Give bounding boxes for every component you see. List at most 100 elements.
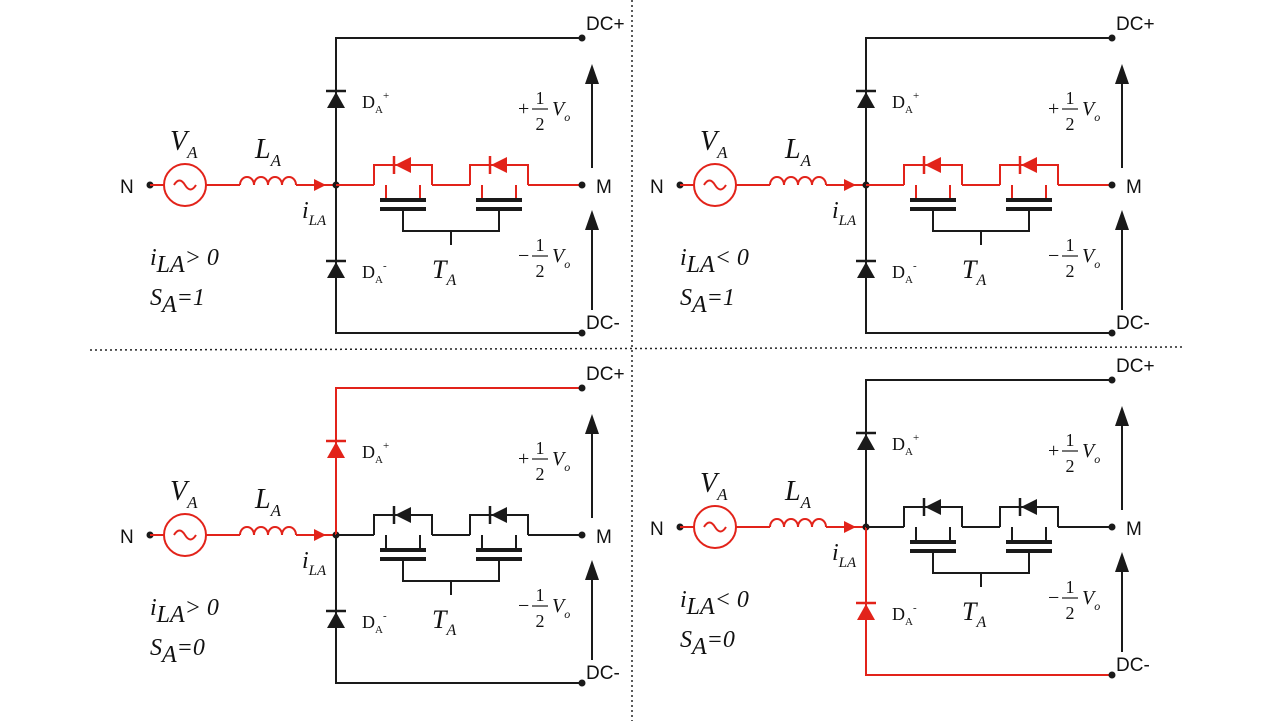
inductor-icon	[239, 176, 297, 186]
v-den: 2	[1066, 603, 1075, 623]
arrow-v-upper-head	[1115, 406, 1129, 426]
v-num: 1	[536, 235, 545, 255]
current-arrow-icon	[844, 179, 856, 191]
terminal-dc-plus	[1108, 34, 1116, 42]
label-diode-lower: DA-	[892, 260, 917, 286]
label-source: VA	[700, 468, 728, 504]
label-m: M	[596, 177, 612, 198]
label-diode-upper: DA+	[892, 90, 919, 116]
label-current: iLA	[832, 540, 857, 571]
diode-lower-icon	[856, 601, 876, 620]
label-dc-minus: DC-	[586, 663, 620, 684]
terminal-m	[578, 531, 586, 539]
label-dc-plus: DC+	[586, 14, 625, 35]
state-switch: SA=1	[150, 285, 205, 318]
current-arrow-icon	[844, 521, 856, 533]
v-var: Vo	[552, 98, 570, 124]
sine-wave-icon	[173, 529, 197, 541]
arrow-v-lower-head	[1115, 210, 1129, 230]
wire-upper-branch	[335, 37, 582, 185]
diode-triangle	[327, 442, 345, 458]
wire-upper-branch	[335, 387, 582, 535]
diode-upper-icon	[856, 89, 876, 108]
diode-triangle	[491, 507, 507, 523]
diode-triangle	[327, 262, 345, 278]
label-source: VA	[170, 476, 198, 512]
label-dc-minus: DC-	[1116, 313, 1150, 334]
gate-link	[932, 567, 1030, 574]
wire-lower-branch	[335, 185, 582, 334]
terminal-m	[1108, 181, 1116, 189]
wire-lower-branch	[865, 527, 1112, 676]
inductor-icon	[769, 176, 827, 186]
diode-triangle	[1021, 157, 1037, 173]
gate-link	[402, 225, 500, 232]
antiparallel-diode	[392, 156, 411, 174]
v-den: 2	[1066, 456, 1075, 476]
terminal-dc-minus	[1108, 329, 1116, 337]
label-current: iLA	[832, 198, 857, 229]
v-num: 1	[1066, 88, 1075, 108]
sine-wave-icon	[703, 179, 727, 191]
current-arrow-icon	[314, 179, 326, 191]
diode-lower-icon	[856, 259, 876, 278]
label-diode-upper: DA+	[362, 90, 389, 116]
v-sign: −	[1048, 587, 1059, 609]
label-inductor: LA	[254, 134, 282, 170]
label-inductor: LA	[254, 484, 282, 520]
label-source: VA	[700, 126, 728, 162]
v-den: 2	[536, 464, 545, 484]
gate-link	[932, 225, 1030, 232]
wire-upper-branch	[865, 37, 1112, 185]
state-switch: SA=1	[680, 285, 735, 318]
v-den: 2	[1066, 114, 1075, 134]
v-num: 1	[536, 438, 545, 458]
label-switch: TA	[432, 255, 456, 289]
label-m: M	[596, 527, 612, 548]
label-diode-upper: DA+	[362, 440, 389, 466]
diode-upper-icon	[856, 431, 876, 450]
state-switch: SA=0	[680, 627, 735, 660]
label-diode-lower: DA-	[362, 610, 387, 636]
label-dc-plus: DC+	[586, 364, 625, 385]
wire-lower-branch	[335, 535, 582, 684]
terminal-m	[578, 181, 586, 189]
switch-2-icon	[999, 498, 1059, 567]
inductor-icon	[239, 526, 297, 536]
label-dc-minus: DC-	[1116, 655, 1150, 676]
diode-triangle	[327, 92, 345, 108]
v-sign: −	[1048, 245, 1059, 267]
diode-triangle	[491, 157, 507, 173]
label-inductor: LA	[784, 134, 812, 170]
diode-triangle	[857, 262, 875, 278]
terminal-m	[1108, 523, 1116, 531]
label-diode-lower: DA-	[892, 602, 917, 628]
label-dc-plus: DC+	[1116, 14, 1155, 35]
v-num: 1	[1066, 235, 1075, 255]
label-n: N	[650, 519, 664, 540]
label-n: N	[120, 177, 134, 198]
state-current: iLA< 0	[680, 245, 749, 278]
terminal-dc-plus	[1108, 376, 1116, 384]
v-num: 1	[536, 88, 545, 108]
arrow-v-lower-head	[1115, 552, 1129, 572]
v-var: Vo	[552, 245, 570, 271]
antiparallel-diode	[392, 506, 411, 524]
arrow-v-upper-head	[585, 64, 599, 84]
v-var: Vo	[552, 448, 570, 474]
label-diode-upper: DA+	[892, 432, 919, 458]
diode-triangle	[327, 612, 345, 628]
switch-2-icon	[469, 506, 529, 575]
label-current: iLA	[302, 548, 327, 579]
v-sign: +	[1048, 440, 1059, 462]
